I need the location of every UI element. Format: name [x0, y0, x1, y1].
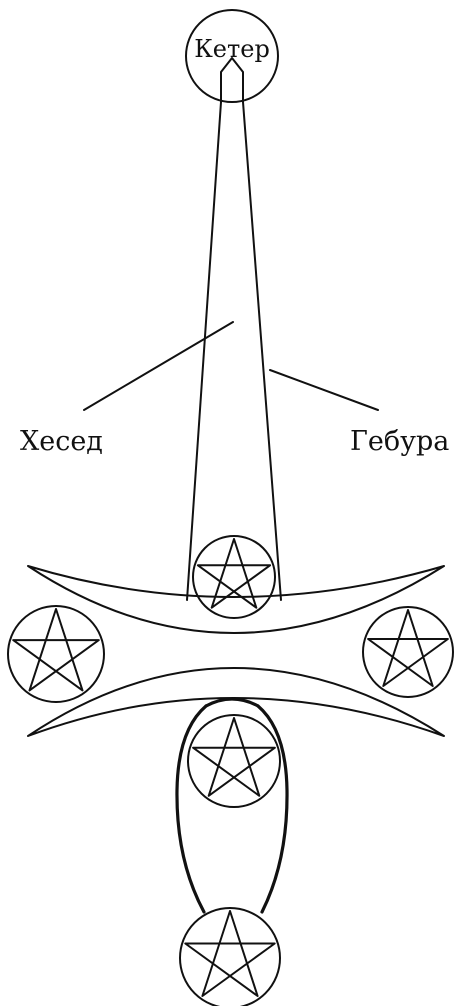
- pentagram-icon: [188, 715, 280, 807]
- gevurah-label: Гебура: [350, 426, 449, 457]
- chesed-leader-line: [84, 322, 233, 410]
- chesed-label: Хесед: [20, 426, 103, 457]
- grip-top: [206, 699, 258, 706]
- blade-left-edge: [187, 102, 221, 600]
- gevurah-leader-line: [270, 370, 378, 410]
- blade-right-edge: [243, 102, 281, 600]
- grip-outline: [177, 706, 287, 912]
- crossguard-upper: [28, 566, 444, 633]
- pentagram-icon: [193, 536, 275, 618]
- pentagram-icon: [8, 606, 104, 702]
- blade-tip: [221, 58, 243, 102]
- pentagram-icon: [180, 908, 280, 1006]
- pentagram-icon: [363, 607, 453, 697]
